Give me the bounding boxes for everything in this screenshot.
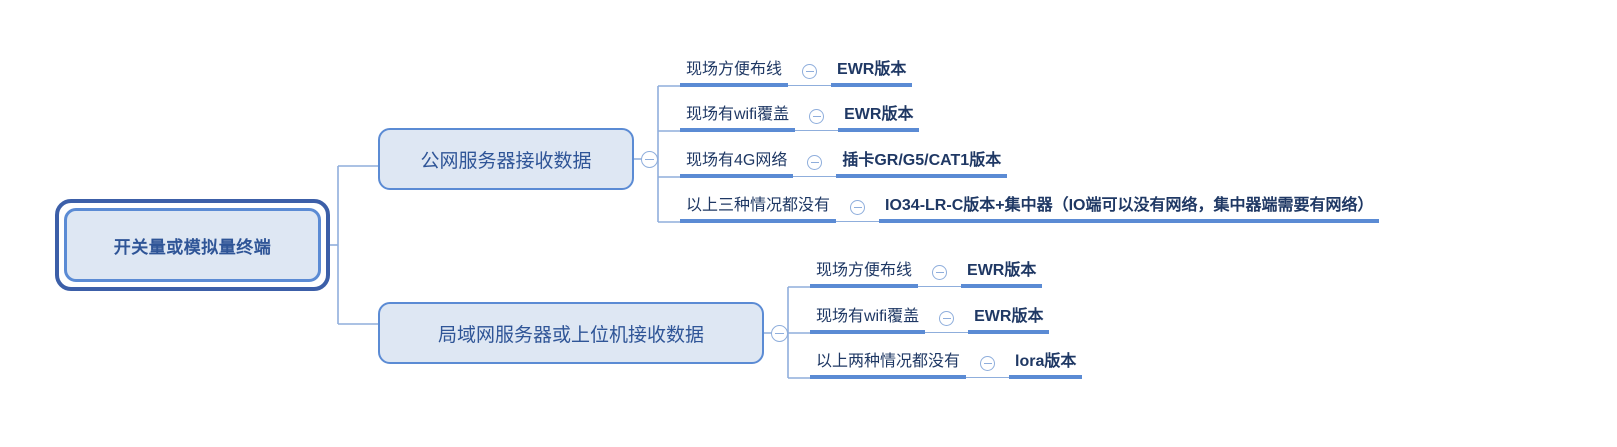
result-underline: [961, 284, 1043, 288]
collapse-circle-icon[interactable]: [939, 311, 955, 326]
root-node[interactable]: 开关量或模拟量终端: [55, 199, 330, 291]
condition-label: 现场有wifi覆盖: [816, 308, 920, 325]
result-cell[interactable]: EWR版本: [831, 47, 913, 87]
condition-cell[interactable]: 以上两种情况都没有: [810, 339, 967, 379]
condition-underline: [810, 375, 967, 379]
collapse-circle-icon[interactable]: [802, 64, 818, 79]
connector-lead: [793, 176, 837, 177]
result-cell[interactable]: lora版本: [1009, 339, 1083, 379]
collapse-circle-icon-branch-public-server[interactable]: [641, 151, 658, 168]
result-underline: [836, 174, 1008, 178]
collapse-circle-icon[interactable]: [932, 265, 948, 280]
result-label: IO34-LR-C版本+集中器（IO端可以没有网络，集中器端需要有网络）: [885, 197, 1374, 214]
connector-lead: [836, 221, 880, 222]
list-item: 以上两种情况都没有 lora版本: [810, 339, 1083, 379]
root-node-inner: 开关量或模拟量终端: [64, 208, 321, 282]
condition-label: 以上两种情况都没有: [816, 353, 961, 370]
connector-lead: [918, 286, 962, 287]
toggle-gap: [836, 183, 880, 223]
toggle-gap: [793, 138, 837, 178]
result-cell[interactable]: EWR版本: [968, 294, 1050, 334]
result-underline: [831, 83, 913, 87]
result-cell[interactable]: IO34-LR-C版本+集中器（IO端可以没有网络，集中器端需要有网络）: [879, 183, 1380, 223]
collapse-circle-icon[interactable]: [850, 200, 866, 215]
condition-underline: [680, 83, 789, 87]
condition-label: 以上三种情况都没有: [686, 197, 831, 214]
list-item: 现场方便布线 EWR版本: [680, 47, 913, 87]
result-label: 插卡GR/G5/CAT1版本: [842, 152, 1002, 169]
connector-lead: [795, 130, 839, 131]
condition-underline: [680, 174, 794, 178]
condition-underline: [810, 330, 926, 334]
toggle-gap: [795, 92, 839, 132]
result-underline: [879, 219, 1380, 223]
condition-underline: [680, 128, 796, 132]
toggle-gap: [925, 294, 969, 334]
condition-cell[interactable]: 现场方便布线: [680, 47, 789, 87]
toggle-gap: [788, 47, 832, 87]
condition-label: 现场方便布线: [686, 61, 783, 78]
condition-cell[interactable]: 现场方便布线: [810, 248, 919, 288]
condition-label: 现场有wifi覆盖: [686, 106, 790, 123]
result-underline: [1009, 375, 1083, 379]
list-item: 以上三种情况都没有 IO34-LR-C版本+集中器（IO端可以没有网络，集中器端…: [680, 183, 1380, 223]
toggle-gap: [966, 339, 1010, 379]
result-label: EWR版本: [967, 262, 1037, 279]
condition-cell[interactable]: 现场有wifi覆盖: [680, 92, 796, 132]
connector-lead: [966, 377, 1010, 378]
result-underline: [838, 128, 920, 132]
branch-node-label: 公网服务器接收数据: [420, 150, 592, 172]
root-node-label: 开关量或模拟量终端: [113, 237, 272, 257]
result-cell[interactable]: EWR版本: [838, 92, 920, 132]
condition-cell[interactable]: 现场有wifi覆盖: [810, 294, 926, 334]
list-item: 现场方便布线 EWR版本: [810, 248, 1043, 288]
condition-label: 现场方便布线: [816, 262, 913, 279]
condition-label: 现场有4G网络: [686, 152, 788, 169]
list-item: 现场有wifi覆盖 EWR版本: [680, 92, 920, 132]
result-label: EWR版本: [837, 61, 907, 78]
result-cell[interactable]: 插卡GR/G5/CAT1版本: [836, 138, 1008, 178]
collapse-circle-icon[interactable]: [809, 109, 825, 124]
condition-underline: [680, 219, 837, 223]
condition-cell[interactable]: 以上三种情况都没有: [680, 183, 837, 223]
result-cell[interactable]: EWR版本: [961, 248, 1043, 288]
collapse-circle-icon-branch-lan-server[interactable]: [771, 325, 788, 342]
toggle-gap: [918, 248, 962, 288]
connector-lead: [788, 85, 832, 86]
result-label: lora版本: [1015, 353, 1077, 370]
list-item: 现场有wifi覆盖 EWR版本: [810, 294, 1050, 334]
branch-node-public-server[interactable]: 公网服务器接收数据: [378, 128, 634, 190]
list-item: 现场有4G网络 插卡GR/G5/CAT1版本: [680, 138, 1008, 178]
condition-cell[interactable]: 现场有4G网络: [680, 138, 794, 178]
branch-node-label: 局域网服务器或上位机接收数据: [437, 324, 704, 346]
collapse-circle-icon[interactable]: [980, 356, 996, 371]
result-label: EWR版本: [844, 106, 914, 123]
condition-underline: [810, 284, 919, 288]
branch-node-lan-server[interactable]: 局域网服务器或上位机接收数据: [378, 302, 764, 364]
connector-lead: [925, 332, 969, 333]
result-label: EWR版本: [974, 308, 1044, 325]
result-underline: [968, 330, 1050, 334]
collapse-circle-icon[interactable]: [807, 155, 823, 170]
